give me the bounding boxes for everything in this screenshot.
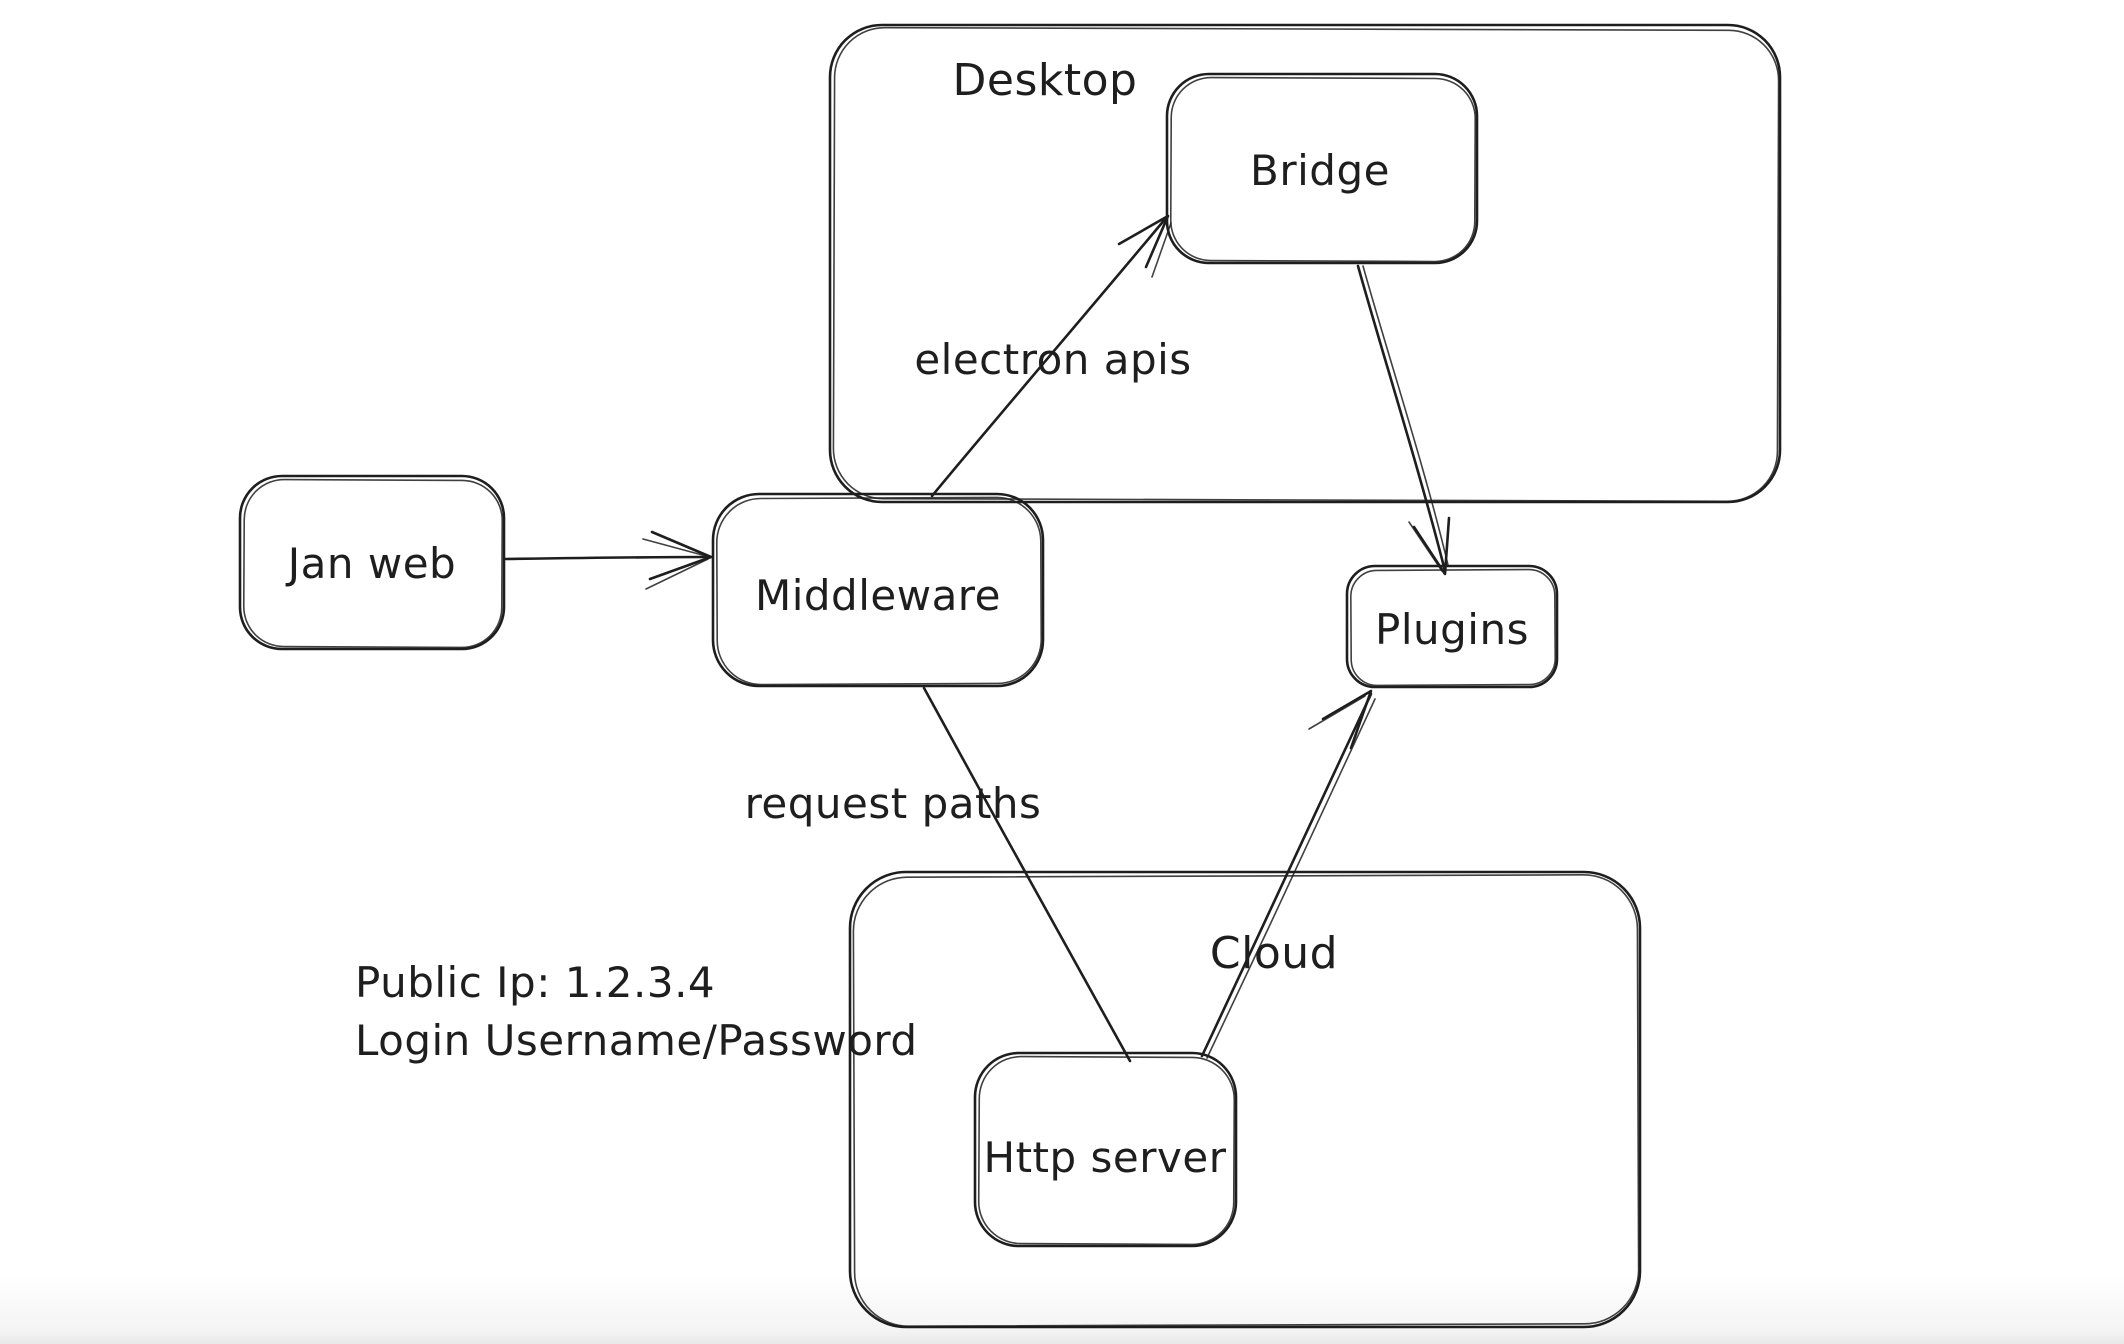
janweb-node-box (238, 474, 506, 651)
edge-janweb-middleware-arrowhead (648, 530, 713, 581)
plugins-node-box (1345, 564, 1559, 689)
bridge-node-box (1165, 72, 1479, 265)
desktop-container-box (828, 23, 1782, 504)
bridge-node-label: Bridge (1250, 146, 1390, 195)
middleware-node-label: Middleware (755, 571, 1001, 620)
middleware-node-box (711, 492, 1045, 688)
edge-httpserver-plugins-arrowhead (1321, 689, 1373, 750)
edge-middleware-httpserver (922, 686, 1132, 1063)
edge-bridge-plugins (1356, 264, 1451, 576)
bridge-node-box-sketch (1169, 76, 1477, 263)
cloud-container-box (848, 870, 1642, 1329)
plugins-node-box-sketch (1350, 568, 1557, 687)
cloud-container (848, 870, 1642, 1329)
janweb-node-box-sketch (242, 478, 504, 649)
edge-janweb-middleware-arrowhead-sketch2 (645, 558, 709, 590)
bridge-node (1165, 72, 1479, 265)
edge-httpserver-plugins-arrowhead-sketch (1308, 695, 1366, 730)
edge-janweb-middleware-arrowhead-sketch (642, 538, 707, 557)
desktop-container (828, 23, 1782, 504)
edge-httpserver-plugins-line-sketch (1206, 698, 1376, 1059)
edge-bridge-plugins-arrowhead-sketch (1408, 521, 1443, 572)
note-public-ip: Public Ip: 1.2.3.4 (355, 958, 715, 1007)
httpserver-node-box (973, 1051, 1238, 1248)
edge-middleware-httpserver-line (922, 686, 1132, 1063)
plugins-node-label: Plugins (1375, 605, 1529, 654)
edge-janweb-middleware-line (504, 555, 708, 561)
httpserver-node (973, 1051, 1238, 1248)
edge-janweb-middleware (504, 530, 713, 590)
httpserver-node-label: Http server (984, 1133, 1227, 1182)
desktop-container-box-sketch (832, 26, 1780, 503)
janweb-node-label: Jan web (285, 539, 456, 588)
edge-middleware-bridge-line (930, 216, 1168, 498)
desktop-container-label: Desktop (953, 55, 1138, 106)
edge-label-electron-apis: electron apis (914, 335, 1191, 384)
edge-bridge-plugins-arrowhead (1412, 516, 1451, 576)
middleware-node-box-sketch (715, 496, 1043, 686)
edge-label-request-paths: request paths (745, 779, 1042, 828)
edge-httpserver-plugins-line (1200, 692, 1373, 1058)
cloud-container-box-sketch (852, 874, 1640, 1327)
edge-bridge-plugins-line (1356, 264, 1447, 573)
middleware-node (711, 492, 1045, 688)
edge-httpserver-plugins (1200, 689, 1376, 1059)
plugins-node (1345, 564, 1559, 689)
httpserver-node-box-sketch (977, 1055, 1236, 1246)
note-login-credentials: Login Username/Password (355, 1016, 918, 1065)
edge-bridge-plugins-line-sketch (1362, 265, 1449, 566)
cloud-container-label: Cloud (1210, 928, 1338, 979)
janweb-node (238, 474, 506, 651)
